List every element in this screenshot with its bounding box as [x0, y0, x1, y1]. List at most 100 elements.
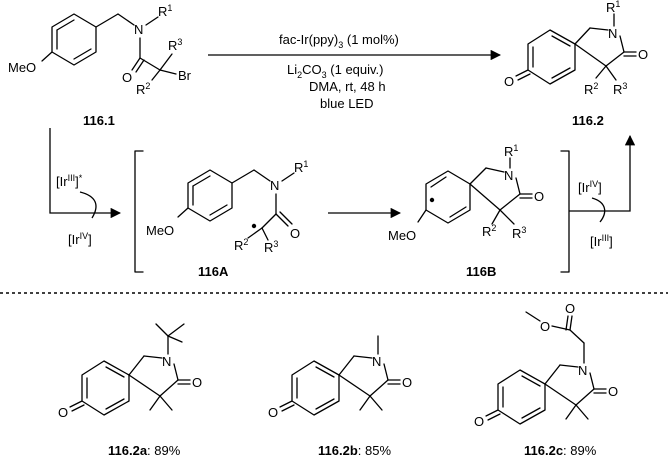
bond-n-r1: [281, 172, 295, 182]
r3-label: R3: [264, 239, 278, 255]
condition-light: blue LED: [320, 96, 373, 111]
bond-r2: [595, 65, 607, 79]
bond-o-ring: [41, 51, 53, 62]
left-bracket: [134, 150, 144, 273]
methoxy-label: MeO: [8, 60, 36, 75]
lactam-oxygen: O: [402, 375, 412, 390]
nitrogen-atom: N: [504, 168, 513, 183]
gem-dimethyl: [575, 404, 589, 420]
carbonyl-bond-1: [131, 57, 141, 71]
r2-label: R2: [482, 223, 496, 239]
r1-label: R1: [158, 3, 172, 19]
gem-dimethyl: [565, 404, 577, 420]
compound-label-116-1: 116.1: [83, 113, 115, 128]
example-label-a: 116.2a: 89%: [108, 443, 181, 458]
bond-o-ring: [177, 207, 189, 218]
ketone-oxygen: O: [504, 74, 514, 89]
r2-label: R2: [234, 237, 248, 253]
condition-catalyst: fac-Ir(ppy)3 (1 mol%): [279, 32, 399, 50]
carbonyl-bond-2: [135, 59, 145, 73]
bond-ch2-n: [253, 169, 271, 182]
example-116-2b: O N O 116.2b: 85%: [268, 335, 412, 458]
r1-label: R1: [294, 159, 308, 175]
ir-iii-excited: [IrIII]*: [56, 173, 83, 189]
example-label-b: 116.2b: 85%: [318, 443, 391, 458]
cyclohexadienyl-ring: [425, 170, 471, 224]
ir-iv-left: [IrIV]: [68, 231, 92, 247]
bond-cq-r2: [151, 69, 161, 81]
ester-carbonyl-oxygen: O: [565, 301, 575, 316]
compound-label-116a: 116A: [198, 264, 229, 279]
ketone-bond-2: [517, 73, 531, 81]
nitrogen-atom: N: [372, 354, 381, 369]
r2-label: R2: [136, 81, 150, 97]
ketone-oxygen: O: [58, 405, 68, 420]
bond-ch2-n: [117, 13, 135, 26]
gem-dimethyl: [149, 395, 161, 411]
lactam-oxygen: O: [192, 375, 202, 390]
ir-iv-right: [IrIV]: [578, 179, 602, 195]
bromine-atom: Br: [178, 68, 192, 83]
cyclohexadienone-ring: [527, 29, 576, 85]
product-r3: R3: [613, 81, 627, 97]
ester-oxygen: O: [540, 319, 550, 334]
r1-label: R1: [504, 143, 518, 159]
product-r2: R2: [584, 81, 598, 97]
compound-label-116-2: 116.2: [572, 113, 604, 128]
product-nitrogen: N: [608, 26, 617, 41]
bond-cq-r3: [159, 53, 173, 71]
carbonyl-bond-1: [275, 213, 289, 227]
compound-label-116b: 116B: [466, 264, 496, 279]
example-116-2a: O N O 116.2a: 89%: [58, 323, 202, 458]
carbonyl-bond-2: [279, 211, 293, 225]
radical-dot: [429, 197, 435, 203]
bond-c-cq: [139, 57, 161, 71]
ketone-oxygen: O: [268, 405, 278, 420]
tert-butyl-methyl: [155, 323, 169, 337]
pyrrolidinone-ring: [469, 167, 521, 211]
bond-benzyl: [231, 169, 255, 184]
ketone-oxygen: O: [474, 414, 484, 429]
tert-butyl-methyl: [167, 323, 185, 337]
right-bracket: [560, 150, 570, 273]
ester-carbonyl-2: [565, 315, 569, 331]
ir-curved-arrow-left: [79, 191, 97, 219]
benzene-ring: [51, 13, 97, 66]
example-116-2c: O N O O O 116.2c: 89%: [474, 301, 618, 458]
ester-carbon: [569, 329, 585, 344]
oxygen-atom: O: [290, 226, 300, 241]
ir-curved-arrow-right: [591, 197, 606, 223]
gem-dimethyl: [359, 395, 371, 411]
intermediate-116a: MeO N R1 O R2 R3 116A: [146, 159, 308, 279]
bond-n-r1: [145, 16, 159, 26]
r3-label: R3: [512, 225, 526, 241]
gem-dimethyl: [159, 395, 173, 411]
gem-dimethyl: [369, 395, 383, 411]
bond-benzyl: [95, 13, 119, 28]
pyrrolidinone-ring: [574, 27, 625, 67]
benzene-ring: [187, 169, 233, 222]
methoxy-label: MeO: [146, 223, 174, 238]
bond-r3: [605, 65, 617, 81]
intermediate-116b: MeO N R1 O R2 R3 116B: [388, 143, 544, 279]
lactam-oxygen: O: [534, 189, 544, 204]
condition-base: Li2CO3 (1 equiv.): [287, 62, 384, 80]
tert-butyl-methyl: [167, 335, 183, 343]
methoxy-label: MeO: [388, 228, 416, 243]
bond-o-ring: [417, 209, 427, 223]
right-mechanism-arrow: [IrIV] [IrIII]: [569, 134, 636, 249]
starting-material-116-1: MeO N R1 O R3 Br R2 116.1: [8, 3, 192, 128]
example-label-c: 116.2c: 89%: [524, 443, 597, 458]
r3-label: R3: [168, 37, 182, 53]
ester-carbonyl-1: [569, 315, 573, 331]
left-mechanism-arrow: [IrIII]* [IrIV]: [49, 128, 122, 247]
ketone-bond-1: [515, 69, 529, 77]
bond-c-radical: [261, 213, 277, 229]
bond-r2: [491, 209, 501, 225]
condition-solvent: DMA, rt, 48 h: [309, 79, 386, 94]
nitrogen-atom: N: [270, 178, 279, 193]
bond-cq-br: [159, 69, 177, 75]
nitrogen-atom: N: [134, 22, 143, 37]
